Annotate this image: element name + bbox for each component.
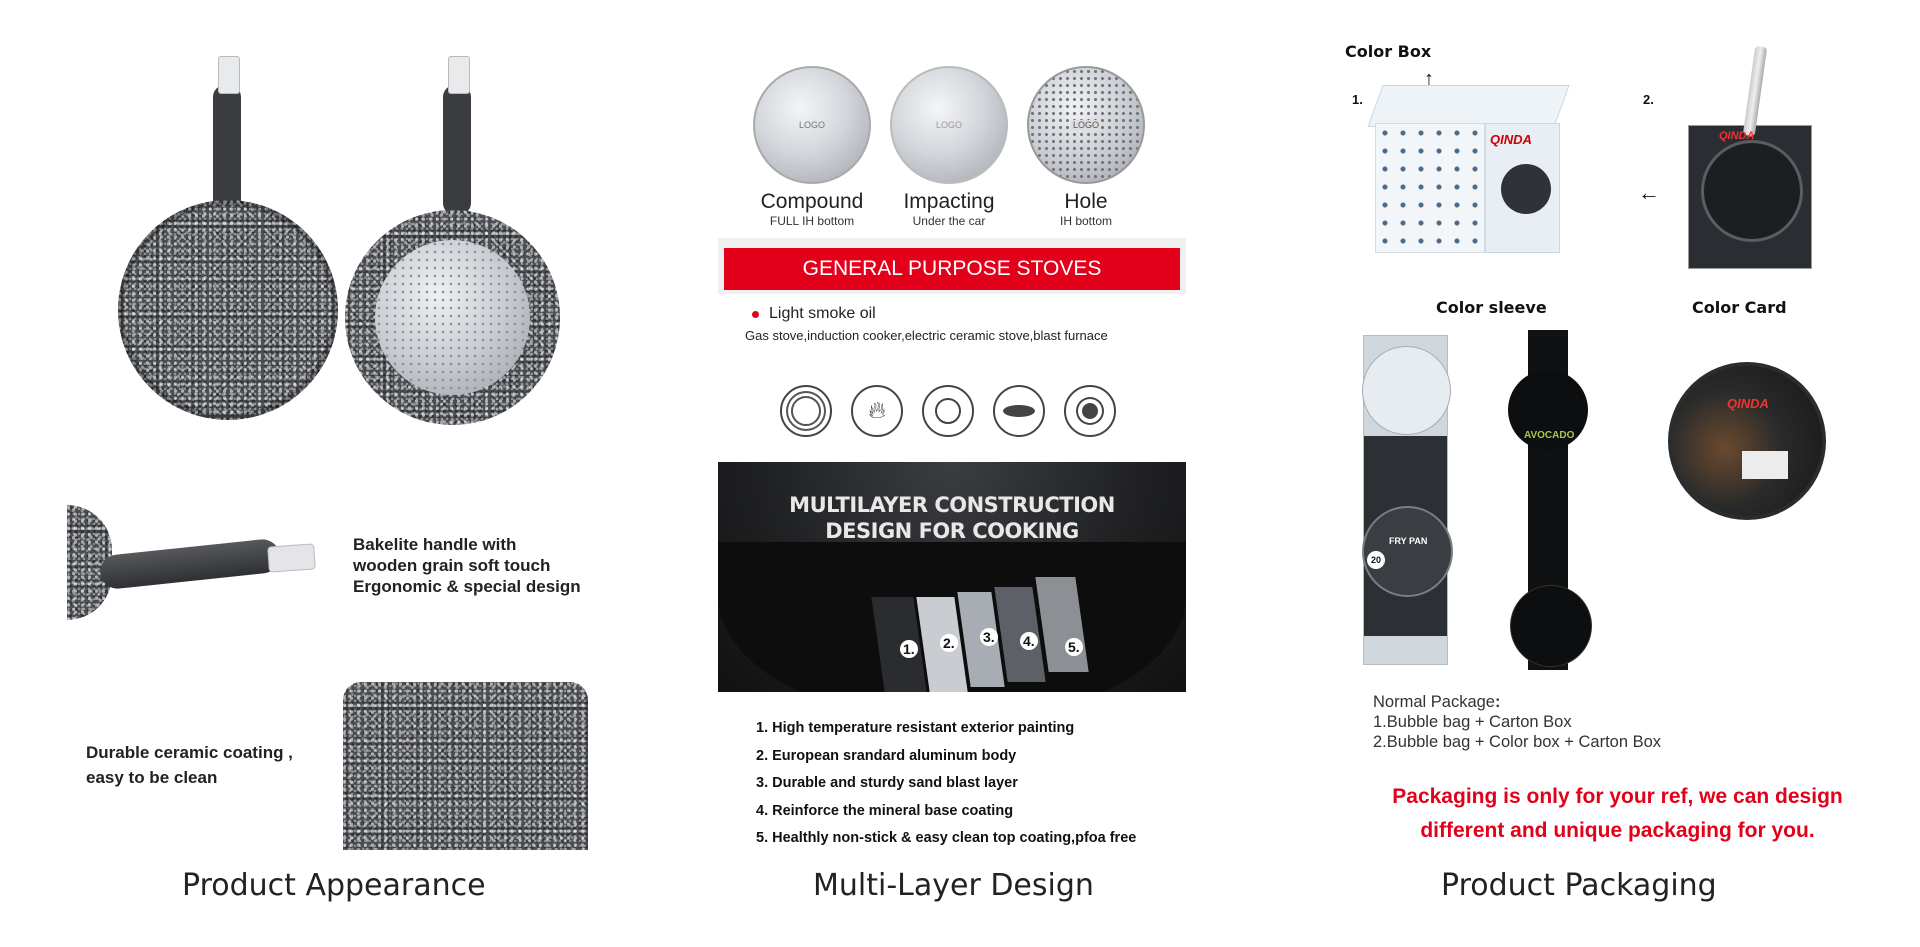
pan-handle-left [213,85,241,215]
flame-icon: 🔥︎ [851,385,903,437]
color-sleeve-title: Color sleeve [1436,298,1547,317]
caption-product-packaging: Product Packaging [1441,868,1717,903]
packaging-note-line-1: Packaging is only for your ref, we can d… [1392,785,1843,808]
red-bullet-icon [752,310,759,318]
sleeve-avocado-label: AVOCADO [1524,430,1575,441]
construction-title-line-1: MULTILAYER CONSTRUCTION [789,493,1115,517]
box2-brand: QINDA [1719,130,1755,142]
number-1-label: 1. [1352,92,1363,107]
bottom-label-impacting: Impacting Under the car [879,190,1019,228]
color-sleeve-black-disc-top [1508,370,1588,450]
card-brand: QINDA [1727,396,1769,411]
granite-pan-top-view [118,200,338,420]
window-box-image: QINDA [1688,45,1812,269]
logo-placeholder: LOGO [935,120,962,130]
bakelite-handle-detail [98,537,282,591]
pan-handle-tip-left [218,56,240,94]
pan-bottom-view [345,210,560,425]
bottom-sub: Under the car [912,214,986,228]
color-card-image: QINDA [1668,362,1826,520]
layer-number: 2. [940,634,958,652]
gas-burner-icon [922,385,974,437]
brand-logo: QINDA [1490,132,1532,147]
hole-bottom-disc: LOGO [1027,66,1145,184]
handle-feature-text: Bakelite handle with wooden grain soft t… [353,534,613,597]
stoves-line: Gas stove,induction cooker,electric cera… [745,328,1108,343]
handle-line-2: wooden grain soft touch [353,556,551,575]
layer-number: 5. [1065,638,1083,656]
normal-package-item: 2.Bubble bag + Color box + Carton Box [1373,733,1662,751]
normal-package-block: Normal Package: 1.Bubble bag + Carton Bo… [1373,692,1661,752]
layer-number: 1. [900,640,918,658]
packaging-note-line-2: different and unique packaging for you. [1420,819,1815,842]
color-box-title: Color Box [1345,42,1432,61]
induction-base [375,240,530,395]
general-purpose-stoves-banner: GENERAL PURPOSE STOVES [724,248,1180,290]
coil-icon [780,385,832,437]
coating-line-2: easy to be clean [86,768,218,787]
sleeve-size-badge: 20 [1367,551,1385,569]
bottom-name: Impacting [903,190,995,213]
bottom-sub: IH bottom [1059,214,1113,228]
pan-handle-tip-right [448,56,470,94]
box-side: QINDA [1485,123,1560,253]
bottom-sub: FULL IH bottom [769,214,855,228]
box2-handle [1742,45,1768,137]
handle-line-3: Ergonomic & special design [353,577,581,596]
multilayer-construction-image: MULTILAYER CONSTRUCTION DESIGN FOR COOKI… [718,462,1186,692]
pan-handle-right [443,85,471,215]
up-arrow-icon: ↑ [1424,68,1434,90]
layer-item: 4. Reinforce the mineral base coating [756,802,1014,819]
compound-bottom-disc: LOGO [753,66,871,184]
layer-item: 1. High temperature resistant exterior p… [756,720,1075,736]
box-front [1375,123,1485,253]
coating-line-1: Durable ceramic coating , [86,743,293,762]
induction-icon [1064,385,1116,437]
color-card-title: Color Card [1692,298,1787,317]
impacting-bottom-disc: LOGO [890,66,1008,184]
color-sleeve-black-disc-bottom [1510,585,1592,667]
normal-package-item: 1.Bubble bag + Carton Box [1373,713,1572,731]
logo-placeholder: LOGO [1070,120,1101,130]
sleeve-fry-pan-label: FRY PAN [1389,536,1428,546]
handle-steel-tip [267,543,316,573]
layer-item: 2. European srandard aluminum body [756,747,1017,764]
bottom-label-hole: Hole IH bottom [1016,190,1156,228]
packaging-note: Packaging is only for your ref, we can d… [1355,780,1880,848]
normal-package-title: Normal Package: [1373,693,1501,711]
layer-list: 1. High temperature resistant exterior p… [756,715,1136,853]
layer-number: 3. [980,628,998,646]
number-2-label: 2. [1643,92,1654,107]
logo-placeholder: LOGO [798,120,825,130]
construction-title-line-2: DESIGN FOR COOKING [825,519,1079,543]
oil-label-row: Light smoke oil [752,305,876,323]
color-box-image: QINDA [1367,85,1570,255]
layer-item: 5. Healthly non-stick & easy clean top c… [756,830,1137,846]
box2-window [1701,140,1803,242]
pan-on-box [1501,164,1551,214]
bottom-name: Compound [760,190,864,213]
coating-feature-text: Durable ceramic coating , easy to be cle… [86,740,316,790]
box-top [1367,85,1570,127]
left-arrow-icon: ← [1638,180,1660,205]
ceramic-plate-icon [993,385,1045,437]
caption-multi-layer-design: Multi-Layer Design [813,868,1094,903]
sleeve-top-disc [1362,346,1451,435]
card-label-box [1742,451,1788,479]
oil-label: Light smoke oil [769,305,876,322]
construction-title: MULTILAYER CONSTRUCTION DESIGN FOR COOKI… [718,492,1186,544]
color-sleeve-grey-image: FRY PAN 20 [1362,335,1453,665]
layer-number: 4. [1020,632,1038,650]
coating-closeup-image [343,682,588,850]
layer-item: 3. Durable and sturdy sand blast layer [756,775,1018,791]
caption-product-appearance: Product Appearance [182,868,486,903]
bottom-name: Hole [1064,190,1108,213]
bottom-label-compound: Compound FULL IH bottom [742,190,882,228]
handle-line-1: Bakelite handle with [353,535,517,554]
